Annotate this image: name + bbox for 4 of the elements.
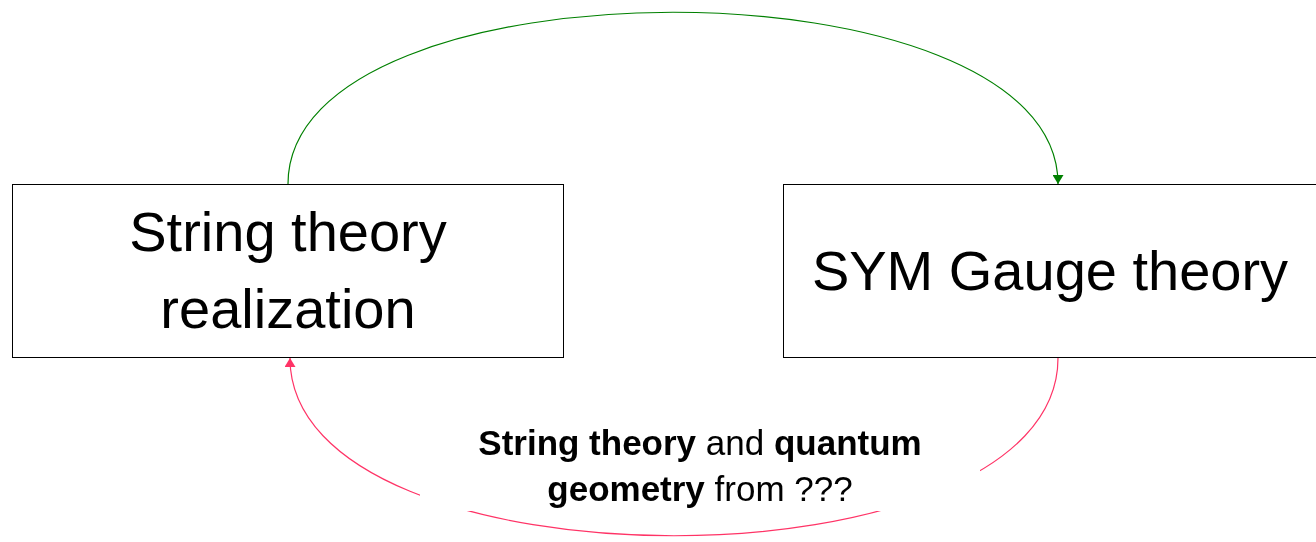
box-label: SYM Gauge theory (810, 237, 1290, 304)
process-box (12, 184, 564, 358)
box-label: String theory realization (128, 199, 448, 342)
process-box (783, 184, 1316, 358)
